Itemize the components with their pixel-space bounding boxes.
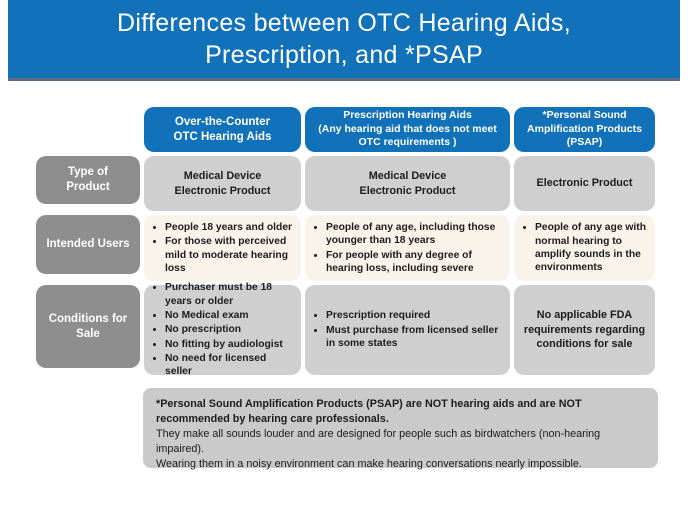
- text-line: For people with any degree of hearing lo…: [326, 249, 502, 276]
- title-banner: Differences between OTC Hearing Aids, Pr…: [8, 0, 680, 81]
- text-line: Prescription Hearing Aids: [343, 109, 472, 122]
- text-line: Product: [66, 181, 110, 193]
- cell-intended-users-psap: People of any age with normal hearing to…: [514, 215, 655, 281]
- cell-type-of-product-psap: Electronic Product: [514, 156, 655, 211]
- cell-conditions-psap: No applicable FDA requirements regarding…: [514, 285, 655, 375]
- page-title-line-2: Prescription, and *PSAP: [205, 41, 483, 69]
- text-line: Medical Device: [183, 169, 262, 182]
- text-line: Intended Users: [46, 238, 130, 251]
- cell-intended-users-otc: People 18 years and olderFor those with …: [144, 215, 301, 281]
- row-label-type-of-product-lines: Type of Product: [66, 165, 109, 195]
- text-line: No need for licensed seller: [165, 352, 293, 379]
- text-line: Sale: [76, 327, 100, 340]
- row-label-intended-users: Intended Users: [36, 215, 140, 274]
- text-line: Must purchase from licensed seller in so…: [326, 324, 502, 351]
- cell-intended-users-prescription: People of any age, including those young…: [305, 215, 510, 281]
- cell-intended-users-otc-bullets: People 18 years and olderFor those with …: [152, 220, 293, 277]
- table-corner-spacer: [36, 107, 140, 152]
- text-line: Over-the-Counter: [174, 115, 271, 128]
- column-header-prescription: Prescription Hearing Aids(Any hearing ai…: [305, 107, 510, 152]
- cell-conditions-prescription-bullets: Prescription requiredMust purchase from …: [313, 308, 502, 351]
- cell-conditions-otc-bullets: Purchaser must be 18 years or olderNo Me…: [152, 280, 293, 380]
- cell-conditions-prescription: Prescription requiredMust purchase from …: [305, 285, 510, 375]
- text-line: Electronic Product: [359, 184, 456, 197]
- cell-intended-users-prescription-bullets: People of any age, including those young…: [313, 220, 502, 277]
- text-line: OTC Hearing Aids: [173, 130, 272, 143]
- row-label-intended-users-lines: Intended Users: [46, 237, 129, 252]
- text-line: Conditions for: [48, 312, 128, 325]
- page-title-line-1: Differences between OTC Hearing Aids,: [117, 8, 571, 37]
- cell-type-of-product-psap-lines: Electronic Product: [537, 176, 633, 191]
- text-line: *Personal Sound: [542, 109, 627, 122]
- text-line: Amplification Products: [527, 122, 642, 135]
- text-line: Medical Device: [368, 169, 447, 182]
- cell-intended-users-psap-bullets: People of any age with normal hearing to…: [522, 220, 647, 276]
- footnote-bold-text: *Personal Sound Amplification Products (…: [156, 398, 582, 426]
- text-line: Electronic Product: [174, 184, 271, 197]
- text-line: For those with perceived mild to moderat…: [165, 235, 293, 275]
- text-line: Prescription required: [326, 309, 502, 322]
- row-label-type-of-product: Type of Product: [36, 156, 140, 204]
- cell-conditions-psap-text: No applicable FDA requirements regarding…: [523, 309, 646, 351]
- text-line: OTC requirements ): [358, 136, 457, 149]
- text-line: (Any hearing aid that does not meet: [318, 122, 497, 135]
- footnote-line-3: Wearing them in a noisy environment can …: [156, 458, 582, 471]
- text-line: People of any age, including those young…: [326, 221, 502, 248]
- text-line: Type of: [67, 166, 109, 179]
- cell-conditions-otc: Purchaser must be 18 years or olderNo Me…: [144, 282, 301, 377]
- column-header-prescription-lines: Prescription Hearing Aids(Any hearing ai…: [318, 109, 497, 150]
- text-line: No Medical exam: [165, 309, 293, 322]
- text-line: Purchaser must be 18 years or older: [165, 281, 293, 308]
- text-line: (PSAP): [566, 136, 603, 149]
- text-line: People 18 years and older: [165, 221, 293, 234]
- footnote-line-2: They make all sounds louder and are desi…: [156, 428, 601, 456]
- text-line: People of any age with normal hearing to…: [535, 221, 647, 275]
- text-line: Electronic Product: [536, 177, 633, 190]
- psap-footnote: *Personal Sound Amplification Products (…: [143, 388, 658, 471]
- text-line: No fitting by audiologist: [165, 338, 293, 351]
- text-line: No prescription: [165, 323, 293, 336]
